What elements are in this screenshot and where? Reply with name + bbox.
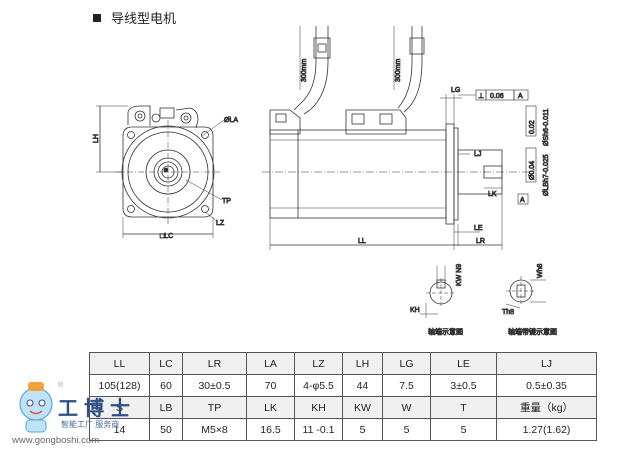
table-header-cell: LA <box>246 352 295 375</box>
lg-label: LG <box>451 87 460 94</box>
key-end-caption: 轴端带键示意图 <box>508 327 557 336</box>
table-value-cell: 70 <box>246 374 295 397</box>
bullet-square-icon <box>93 13 101 22</box>
circle-value: Ø0.04 <box>529 161 536 180</box>
table-header-cell: KW <box>342 396 383 419</box>
lz-label: LZ <box>216 220 225 227</box>
watermark-subtitle: 智能工厂 服务商 <box>61 420 120 429</box>
ll-label: LL <box>358 238 366 245</box>
lr-label: LR <box>476 238 485 245</box>
cable-length-1: 300mm <box>301 58 308 82</box>
section-title-text: 导线型电机 <box>111 11 177 26</box>
shaft-dia-label: ØSh6-0.011 <box>543 109 550 146</box>
shaft-end-detail: KW N9 KH 轴端示意图 <box>410 263 464 336</box>
side-view: 300mm 300mm LG ⊥ 0.06 A 0.02 ØSh6-0.0 <box>262 26 550 250</box>
table-value-cell: 1.27(1.62) <box>496 418 597 441</box>
table-value-cell: 11 -0.1 <box>294 418 343 441</box>
bore-dia-label: ØLBh7-0.025 <box>543 154 550 196</box>
table-header-cell: LE <box>430 352 497 375</box>
la-label: ØLA <box>224 117 238 124</box>
shaft-end-caption: 轴端示意图 <box>428 327 463 336</box>
tp-label: TP <box>222 198 231 205</box>
table-value-cell: 0.5±0.35 <box>496 374 597 397</box>
table-header-cell: LJ <box>496 352 597 375</box>
datum-label: A <box>520 197 525 204</box>
table-value-cell: M5×8 <box>182 418 247 441</box>
kw-label: KW N9 <box>456 264 463 286</box>
table-header-cell: LC <box>149 352 183 375</box>
table-header-cell: TP <box>182 396 247 419</box>
table-value-cell: 5 <box>382 418 431 441</box>
runout-value: 0.02 <box>529 120 536 134</box>
watermark: ® 工博士 智能工厂 服务商 www.gongboshi.com <box>8 374 158 460</box>
watermark-logo: 工博士 <box>58 396 136 420</box>
table-value-cell: 4-φ5.5 <box>294 374 343 397</box>
lh-label: LH <box>93 134 100 143</box>
perp-symbol: ⊥ <box>478 93 484 100</box>
cable-length-2: 300mm <box>395 58 402 82</box>
table-value-cell: 5 <box>342 418 383 441</box>
table-header-cell: LR <box>182 352 247 375</box>
section-title: 导线型电机 <box>93 8 176 27</box>
table-header-cell: W <box>382 396 431 419</box>
table-value-cell: 30±0.5 <box>182 374 247 397</box>
perp-value: 0.06 <box>490 93 504 100</box>
table-value-cell: 5 <box>430 418 497 441</box>
key-end-detail: Wh8 Th8 轴端带键示意图 <box>502 263 558 336</box>
wh-label: Wh8 <box>537 264 544 279</box>
table-header-cell: T <box>430 396 497 419</box>
table-header-cell: KH <box>294 396 343 419</box>
watermark-url: www.gongboshi.com <box>12 435 100 446</box>
table-header-cell: LG <box>382 352 431 375</box>
table-header-cell: LZ <box>294 352 343 375</box>
le-label: LE <box>474 225 483 232</box>
table-header-cell: 重量（kg） <box>496 396 597 419</box>
robot-mascot-icon <box>19 382 53 433</box>
table-header-cell: LB <box>149 396 183 419</box>
lc-label: □LC <box>160 233 173 240</box>
registered-mark: ® <box>58 382 64 389</box>
table-value-cell: 44 <box>342 374 383 397</box>
kh-label: KH <box>410 307 420 314</box>
th-label: Th8 <box>502 309 514 316</box>
front-view: ØLA LH TP LZ □LC <box>93 105 239 240</box>
lj-label: LJ <box>474 151 481 158</box>
lk-label: LK <box>488 191 497 198</box>
perp-ref: A <box>518 93 523 100</box>
motor-drawing: ØLA LH TP LZ □LC 300mm 300mm <box>93 26 558 336</box>
table-header-cell: LH <box>342 352 383 375</box>
table-value-cell: 3±0.5 <box>430 374 497 397</box>
table-header-cell: LK <box>246 396 295 419</box>
table-header-cell: LL <box>89 352 150 375</box>
table-value-cell: 7.5 <box>382 374 431 397</box>
table-value-cell: 16.5 <box>246 418 295 441</box>
